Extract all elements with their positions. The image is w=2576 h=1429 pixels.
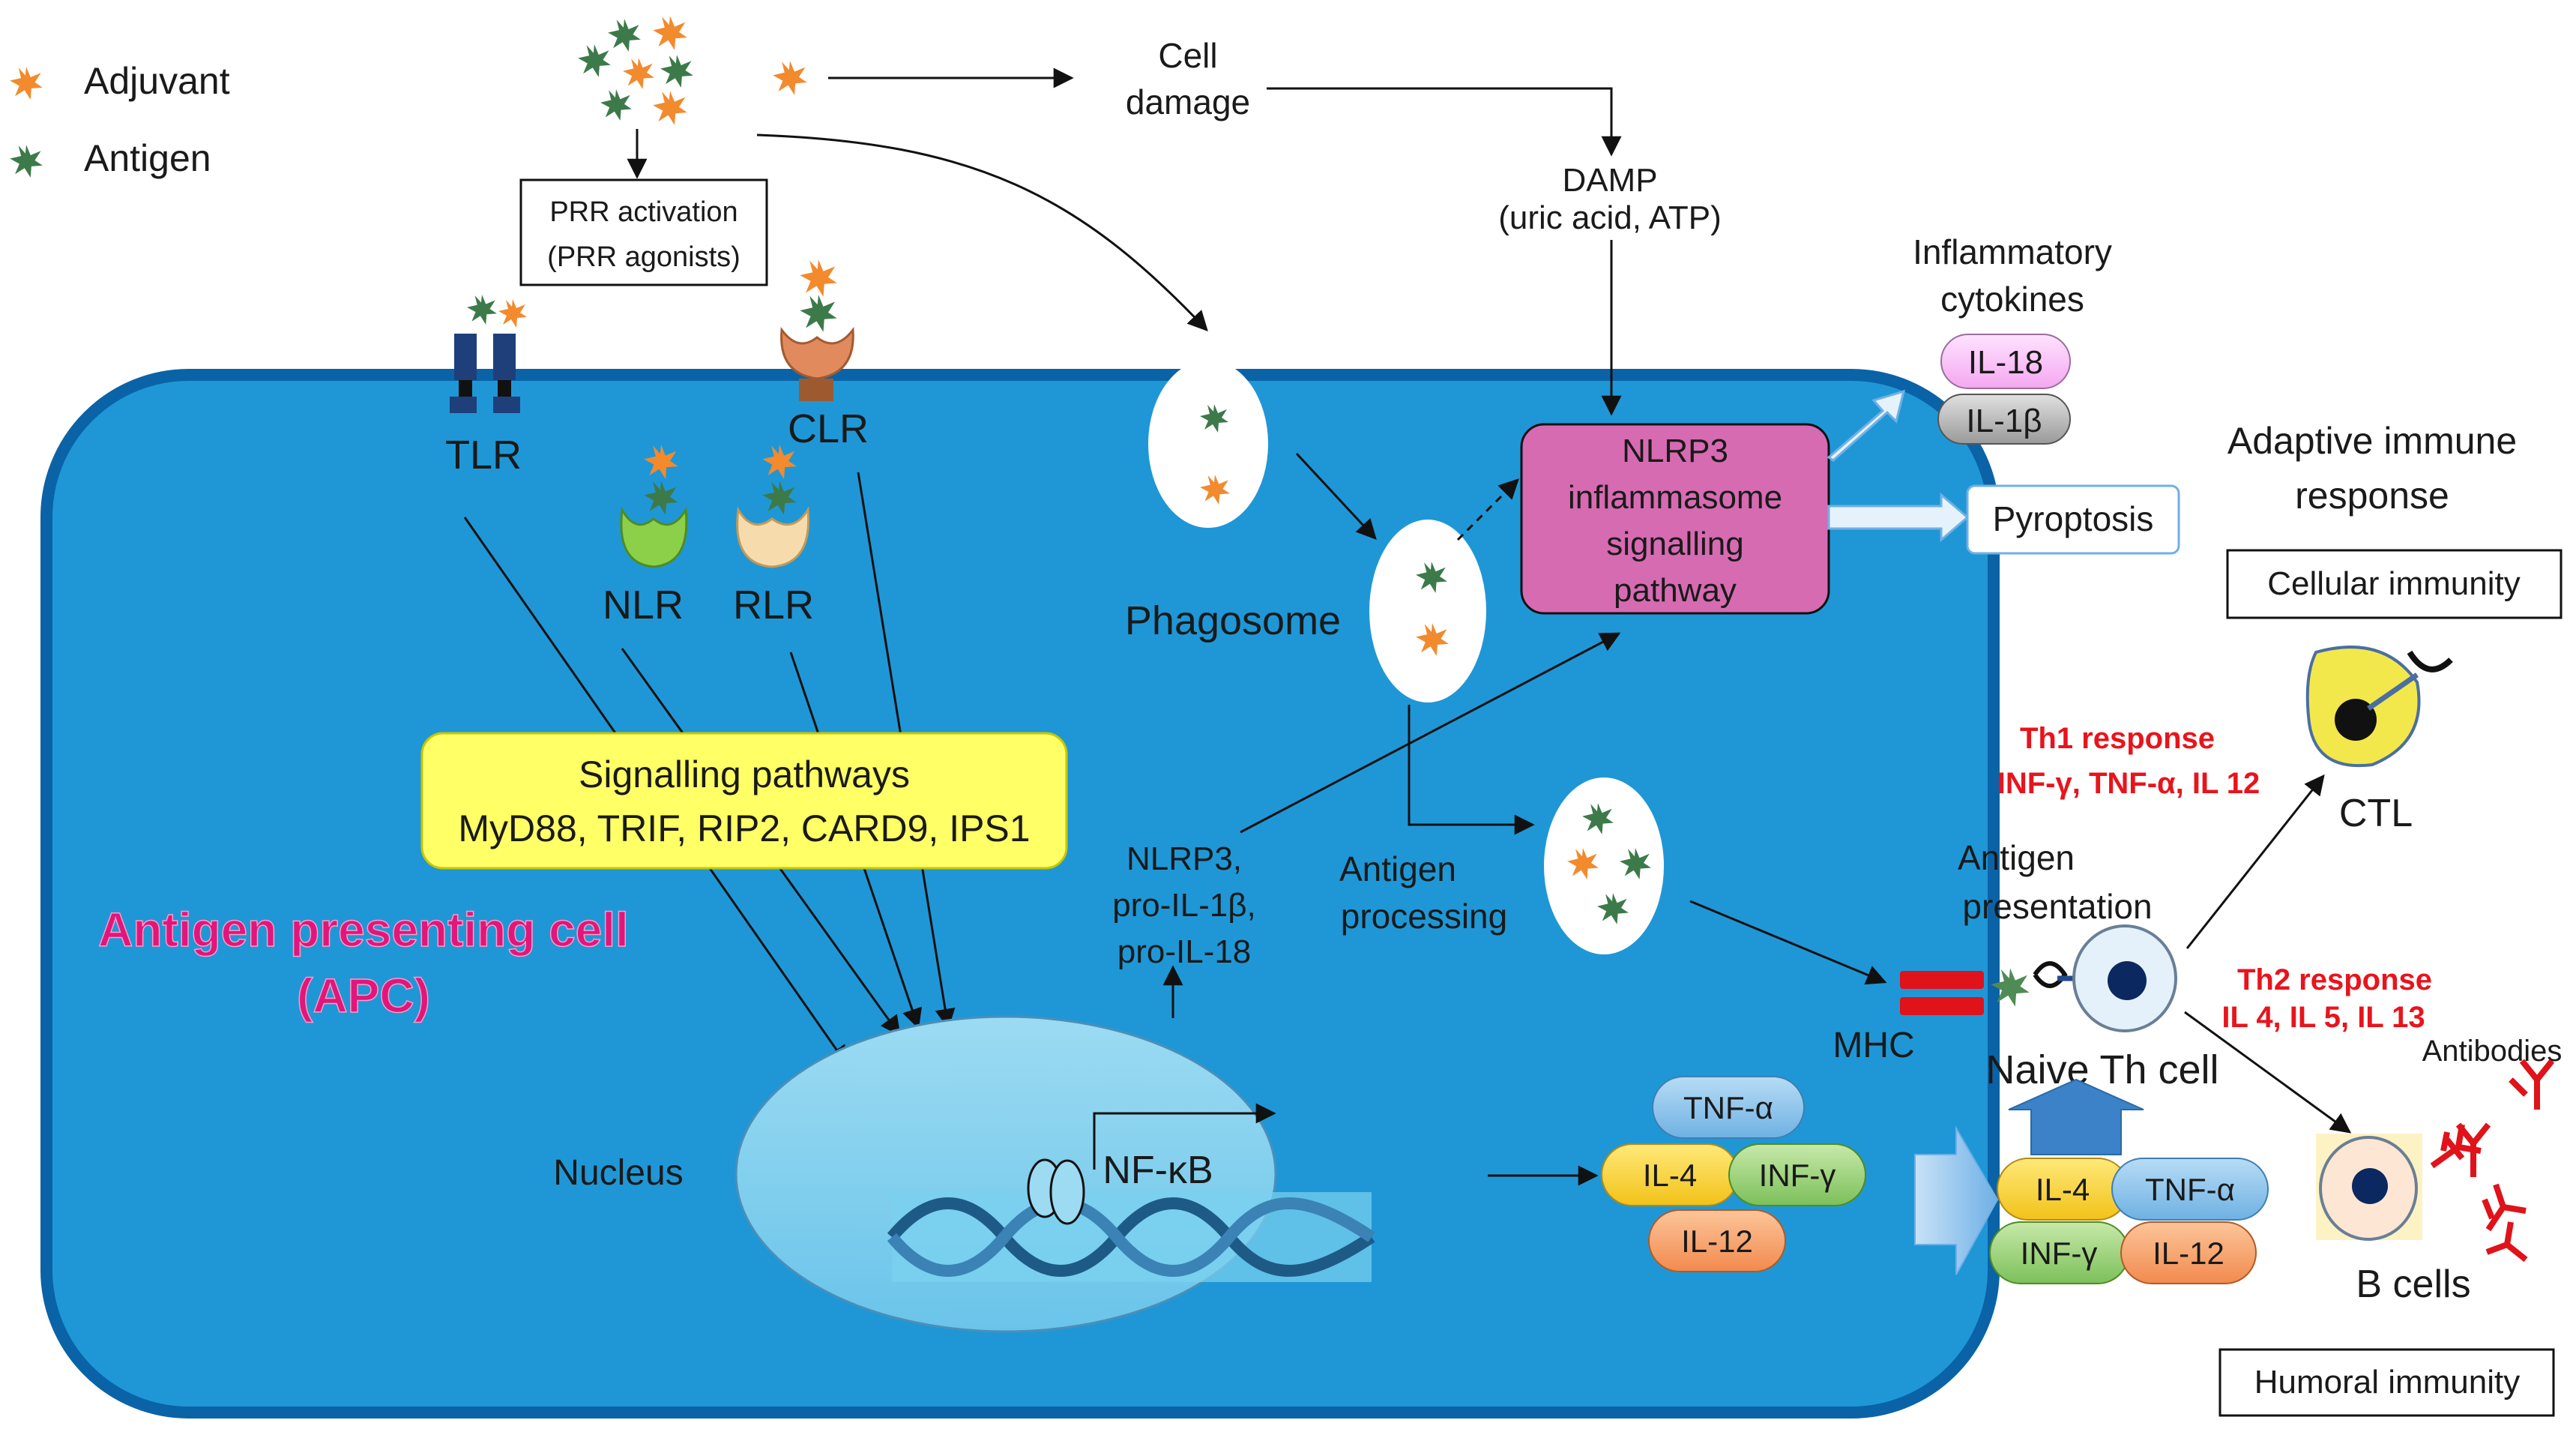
- adaptive-line1: Adaptive immune: [2227, 420, 2517, 462]
- antigen-processing-line2: processing: [1341, 897, 1507, 936]
- ctl-label: CTL: [2339, 792, 2413, 835]
- infg-outside-label: INF-γ: [2021, 1236, 2098, 1271]
- il12-pill-inside: [1648, 1209, 1786, 1272]
- clr-receptor: [780, 259, 854, 401]
- signalling-line2: MyD88, TRIF, RIP2, CARD9, IPS1: [458, 807, 1030, 849]
- arrow-to-pyroptosis: [1827, 492, 1970, 543]
- inflammatory-line1: Inflammatory: [1913, 232, 2112, 271]
- pyroptosis-box: [1966, 484, 2180, 555]
- phagosome-label: Phagosome: [1125, 598, 1341, 643]
- prr-line1: PRR activation: [549, 196, 737, 228]
- cell-damage-line1: Cell: [1158, 36, 1217, 75]
- nfkb-label: NF-κB: [1103, 1149, 1213, 1192]
- prr-activation-box: [519, 178, 768, 286]
- th1-line2: INF-γ, TNF-α, IL 12: [1997, 767, 2260, 800]
- il4-inside-label: IL-4: [1643, 1158, 1697, 1193]
- damp-line2: (uric acid, ATP): [1498, 199, 1721, 236]
- clr-label: CLR: [788, 406, 869, 451]
- cell-damage-line2: damage: [1126, 82, 1250, 121]
- apc-cell-membrane: [40, 369, 2000, 1419]
- arrow-to-cytokines: [1827, 389, 1906, 462]
- cellular-immunity-box: [2226, 549, 2563, 619]
- nlrp3-box-line2: inflammasome: [1568, 479, 1782, 516]
- adaptive-line2: response: [2295, 475, 2449, 517]
- ctl-cell: [2305, 646, 2453, 768]
- humoral-immunity-box: [2218, 1348, 2555, 1417]
- nlrp3-products-line2: pro-IL-1β,: [1112, 887, 1256, 924]
- antigen-presentation-line1: Antigen: [1958, 838, 2075, 877]
- il18-pill: [1940, 334, 2071, 389]
- dna-helix-icon: [887, 1192, 1375, 1282]
- prr-line2: (PRR agonists): [547, 241, 740, 273]
- infg-pill-inside: [1728, 1143, 1866, 1206]
- nlr-label: NLR: [603, 583, 684, 628]
- cytokine-cluster-outside: IL-4 TNF-α INF-γ IL-12: [1989, 1158, 2269, 1284]
- naive-th-cell: [2033, 924, 2177, 1032]
- signalling-pathways-box: [420, 732, 1068, 870]
- nlrp3-products-line1: NLRP3,: [1126, 840, 1242, 877]
- mhc-bar-top: [1900, 971, 1984, 989]
- tnf-outside-label: TNF-α: [2145, 1172, 2235, 1207]
- apc-title-line1: Antigen presenting cell: [98, 903, 629, 957]
- cytokine-cluster-inside: TNF-α IL-4 INF-γ IL-12: [1601, 1076, 1866, 1272]
- mhc-bar-bottom: [1900, 997, 1984, 1015]
- arrow-to-naive-th: [2008, 1078, 2144, 1155]
- antibody-icons: [2430, 1059, 2555, 1263]
- nlrp3-box-line3: signalling: [1606, 526, 1743, 562]
- nlrp3-products-line3: pro-IL-18: [1117, 933, 1252, 970]
- phagosome-processing: [1544, 777, 1664, 954]
- nlr-receptor: [620, 445, 688, 568]
- il1b-label: IL-1β: [1966, 403, 2042, 439]
- tnf-pill-inside: [1652, 1076, 1805, 1139]
- b-cells-label: B cells: [2356, 1263, 2470, 1306]
- damp-line1: DAMP: [1562, 162, 1657, 199]
- infg-inside-label: INF-γ: [1759, 1158, 1836, 1193]
- arrow-to-cytokines-outside: [1914, 1125, 1999, 1275]
- vaccine-particle-cluster: [578, 16, 807, 125]
- il1b-pill: [1937, 394, 2071, 445]
- rlr-label: RLR: [733, 583, 814, 628]
- phagosome-early: [1148, 360, 1268, 528]
- antigen-processing-line1: Antigen: [1339, 849, 1456, 888]
- signalling-line1: Signalling pathways: [579, 753, 910, 795]
- il12-outside-label: IL-12: [2153, 1236, 2224, 1271]
- il12-inside-label: IL-12: [1681, 1224, 1753, 1259]
- mhc-label: MHC: [1833, 1026, 1914, 1065]
- il4-outside-label: IL-4: [2036, 1172, 2090, 1207]
- cellular-immunity-label: Cellular immunity: [2267, 565, 2520, 602]
- pyroptosis-label: Pyroptosis: [1993, 499, 2154, 538]
- antigen-legend-icon: [10, 145, 43, 178]
- nucleus-label: Nucleus: [553, 1153, 683, 1193]
- th2-line1: Th2 response: [2237, 963, 2432, 996]
- phagosome-main: [1369, 520, 1486, 703]
- il18-label: IL-18: [1968, 344, 2043, 381]
- legend: Adjuvant Antigen: [10, 60, 230, 179]
- adjuvant-legend-icon: [10, 67, 43, 100]
- antibodies-label: Antibodies: [2422, 1035, 2563, 1068]
- legend-adjuvant-label: Adjuvant: [84, 60, 230, 102]
- antigen-presentation-line2: presentation: [1962, 887, 2152, 926]
- naive-th-label: Naive Th cell: [1985, 1047, 2218, 1092]
- legend-antigen-label: Antigen: [84, 137, 211, 179]
- apc-title-line2: (APC): [297, 969, 430, 1023]
- humoral-immunity-label: Humoral immunity: [2254, 1364, 2521, 1401]
- inflammatory-line2: cytokines: [1940, 280, 2084, 319]
- tnf-pill-outside: [2111, 1158, 2269, 1221]
- tlr-label: TLR: [445, 433, 522, 478]
- th1-line1: Th1 response: [2020, 722, 2215, 755]
- nlrp3-box-line4: pathway: [1614, 572, 1737, 609]
- nlrp3-box-line1: NLRP3: [1622, 433, 1728, 469]
- il12-pill-outside: [2120, 1221, 2257, 1284]
- b-cell: [2316, 1134, 2422, 1241]
- tnf-inside-label: TNF-α: [1683, 1090, 1773, 1125]
- th2-line2: IL 4, IL 5, IL 13: [2221, 1001, 2425, 1034]
- tlr-receptor: [450, 295, 527, 413]
- rlr-receptor: [736, 445, 810, 568]
